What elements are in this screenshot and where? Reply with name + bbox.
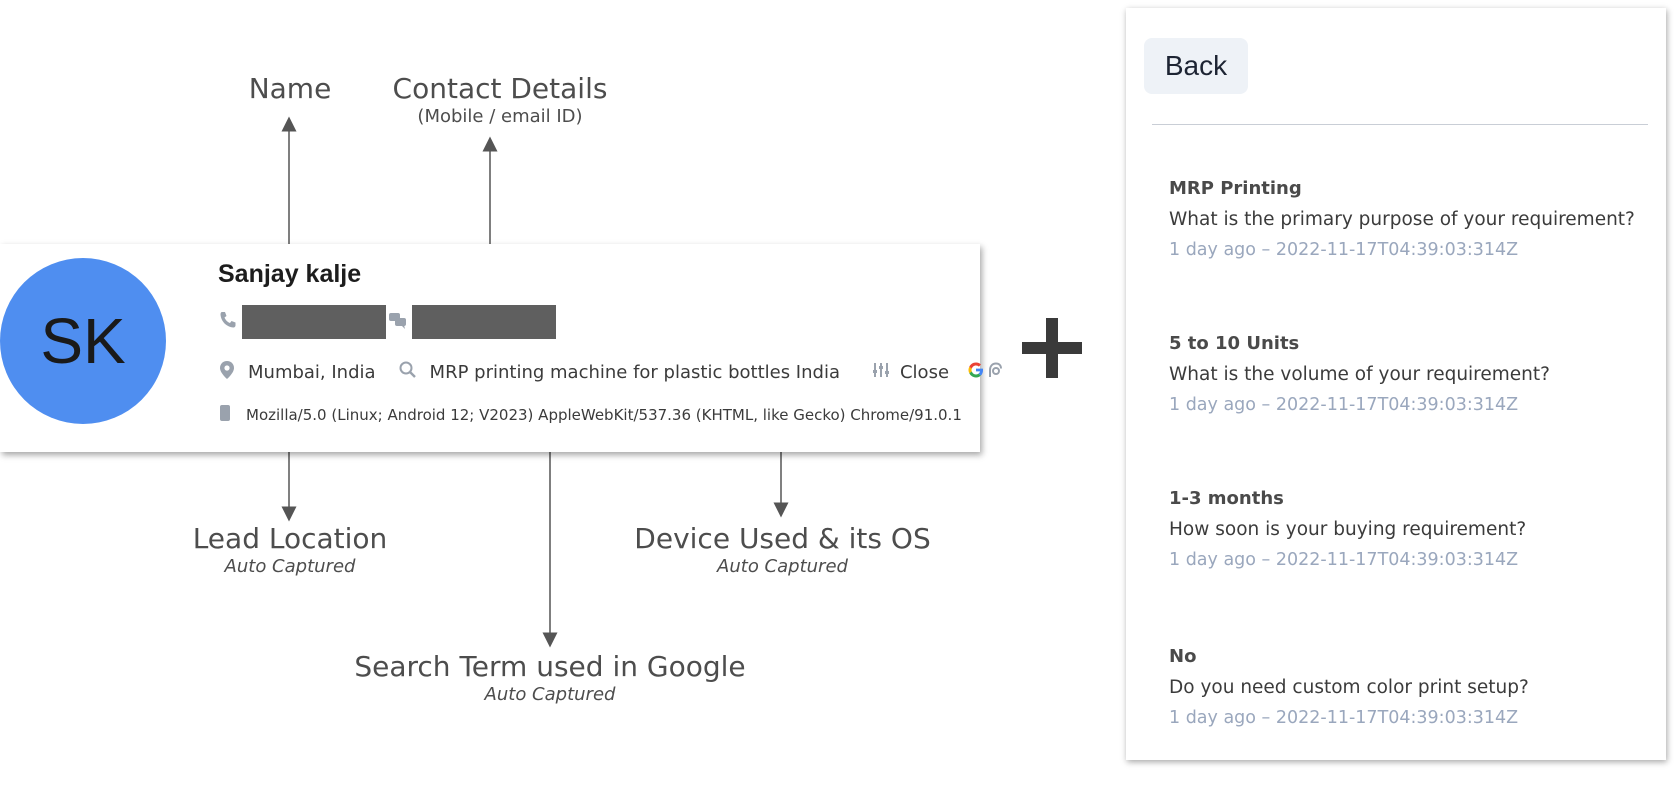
question-text: How soon is your buying requirement? <box>1169 519 1527 540</box>
device-icon <box>218 404 232 426</box>
search-annotation-sub: Auto Captured <box>484 684 616 705</box>
search-icon <box>398 360 418 384</box>
requirements-panel: Back MRP Printing What is the primary pu… <box>1126 8 1666 760</box>
google-icon <box>967 361 985 383</box>
contact-annotation: Contact Details (Mobile / email ID) <box>380 72 620 128</box>
location-annotation: Lead Location Auto Captured <box>180 522 400 578</box>
lead-location: Mumbai, India <box>248 361 376 383</box>
name-annotation-title: Name <box>248 72 332 105</box>
search-annotation-title: Search Term used in Google <box>354 650 746 683</box>
contact-annotation-title: Contact Details <box>392 72 608 105</box>
chat-icon <box>388 310 408 334</box>
search-annotation: Search Term used in Google Auto Captured <box>330 650 770 706</box>
contact-row <box>218 305 556 339</box>
timestamp: 1 day ago – 2022-11-17T04:39:03:314Z <box>1169 240 1519 260</box>
list-item: 1-3 months How soon is your buying requi… <box>1169 488 1526 570</box>
device-annotation-sub: Auto Captured <box>717 556 848 577</box>
user-agent: Mozilla/5.0 (Linux; Android 12; V2023) A… <box>246 406 962 424</box>
answer-text: 5 to 10 Units <box>1169 333 1300 354</box>
device-annotation: Device Used & its OS Auto Captured <box>630 522 935 578</box>
divider <box>1152 124 1648 125</box>
answer-text: No <box>1169 646 1197 667</box>
question-text: What is the volume of your requirement? <box>1169 364 1550 385</box>
location-annotation-title: Lead Location <box>192 522 388 555</box>
location-pin-icon <box>218 360 236 384</box>
avatar-initials: SK <box>40 305 126 377</box>
list-item: 5 to 10 Units What is the volume of your… <box>1169 333 1550 415</box>
list-item: No Do you need custom color print setup?… <box>1169 646 1529 728</box>
answer-text: MRP Printing <box>1169 178 1302 199</box>
question-text: What is the primary purpose of your requ… <box>1169 209 1635 230</box>
device-annotation-title: Device Used & its OS <box>634 522 931 555</box>
timestamp: 1 day ago – 2022-11-17T04:39:03:314Z <box>1169 395 1519 415</box>
timestamp: 1 day ago – 2022-11-17T04:39:03:314Z <box>1169 708 1519 728</box>
back-button[interactable]: Back <box>1144 38 1248 94</box>
phone-icon <box>218 310 238 334</box>
contact-annotation-sub: (Mobile / email ID) <box>417 106 583 127</box>
plus-icon <box>1022 318 1082 378</box>
device-row: Mozilla/5.0 (Linux; Android 12; V2023) A… <box>218 404 962 426</box>
search-term: MRP printing machine for plastic bottles… <box>429 361 840 383</box>
lead-name: Sanjay kalje <box>218 260 362 288</box>
info-row: Mumbai, India MRP printing machine for p… <box>218 359 1003 385</box>
question-text: Do you need custom color print setup? <box>1169 677 1529 698</box>
phone-redacted <box>242 305 386 339</box>
filter-icon[interactable] <box>872 361 890 383</box>
timestamp: 1 day ago – 2022-11-17T04:39:03:314Z <box>1169 550 1519 570</box>
location-annotation-sub: Auto Captured <box>224 556 356 577</box>
lead-status[interactable]: Close <box>899 361 950 383</box>
ad-source-icon <box>987 361 1003 383</box>
email-redacted <box>412 305 556 339</box>
answer-text: 1-3 months <box>1169 488 1284 509</box>
avatar: SK <box>0 258 166 424</box>
list-item: MRP Printing What is the primary purpose… <box>1169 178 1635 260</box>
name-annotation: Name <box>230 72 350 106</box>
